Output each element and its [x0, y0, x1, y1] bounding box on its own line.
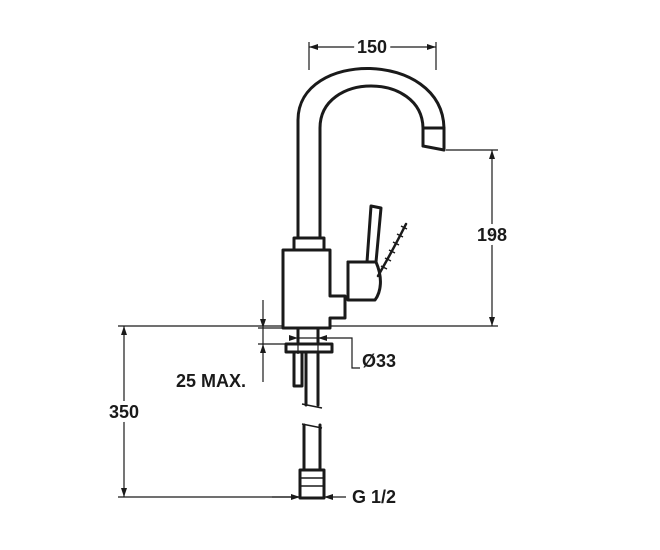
supply-hose-top	[304, 350, 320, 407]
dim-label-deck-thickness: 25 MAX.	[176, 371, 246, 391]
lever-handle	[346, 204, 383, 264]
fixing-washer	[284, 342, 334, 354]
dim-spout-height: 198	[330, 149, 511, 327]
dim-spout-reach: 150	[308, 33, 437, 70]
shank	[296, 326, 320, 346]
spout-outer	[296, 67, 446, 240]
dim-label-spout-height: 198	[477, 225, 507, 245]
dim-deck-thickness: 25 MAX.	[176, 300, 298, 391]
dim-hole-diameter: Ø33	[289, 335, 396, 371]
hose-break-lines	[301, 403, 323, 429]
spout-aerator	[421, 126, 446, 152]
threaded-stud	[292, 350, 304, 388]
hose-connector-knurl	[300, 477, 324, 487]
dim-label-thread: G 1/2	[352, 487, 396, 507]
spout-collar	[292, 236, 326, 252]
dim-label-total-height: 350	[109, 402, 139, 422]
main-body	[281, 248, 347, 330]
spout-inner	[318, 84, 425, 240]
dim-thread: G 1/2	[272, 487, 396, 507]
lever-rotation-hatch	[380, 225, 408, 270]
lever-cap	[346, 260, 382, 302]
mounting-parts	[284, 326, 334, 500]
lever-rotation-hint	[376, 222, 408, 278]
supply-hose-bottom	[302, 423, 322, 472]
hose-connector-nut	[298, 468, 326, 500]
dim-label-spout-reach: 150	[357, 37, 387, 57]
dim-label-hole-diameter: Ø33	[362, 351, 396, 371]
faucet-body	[281, 67, 446, 330]
dim-total-height: 350	[105, 325, 300, 498]
